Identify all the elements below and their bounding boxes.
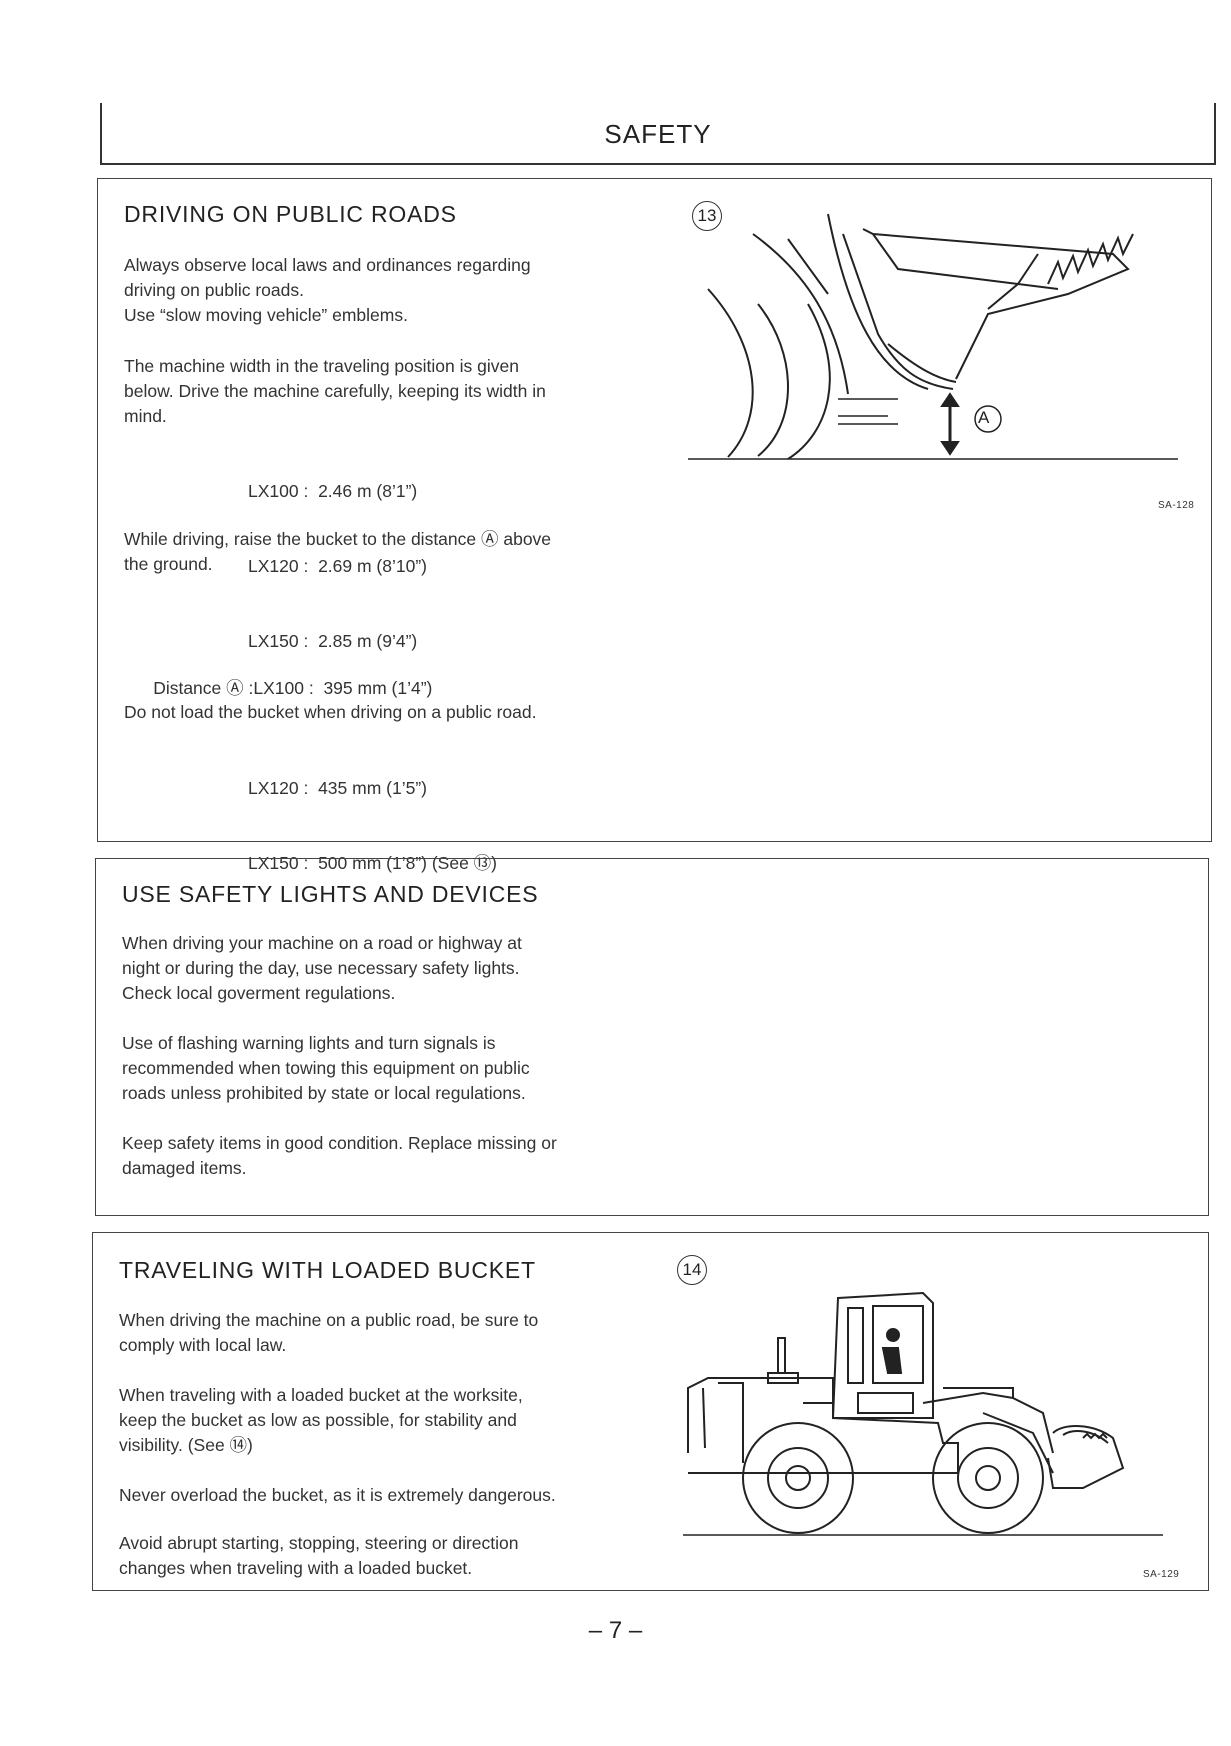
width-row: LX150 : 2.85 m (9’4”) — [248, 629, 427, 654]
text-line: below. Drive the machine carefully, keep… — [124, 381, 546, 401]
section-title: USE SAFETY LIGHTS AND DEVICES — [122, 881, 539, 907]
figure-label-a: A — [978, 408, 990, 427]
section-driving-public-roads: DRIVING ON PUBLIC ROADS Always observe l… — [97, 178, 1212, 873]
paragraph: Never overload the bucket, as it is extr… — [119, 1485, 556, 1505]
model-label: LX100 : — [253, 678, 314, 698]
distance-row: Distance Ⓐ :LX100 : 395 mm (1’4”) — [124, 651, 497, 726]
page-number: – 7 – — [588, 1617, 643, 1644]
text-line: While driving, raise the bucket to the d… — [124, 529, 552, 549]
text-line: Check local goverment regulations. — [122, 983, 396, 1003]
figure-code: SA-129 — [1143, 1569, 1180, 1580]
paragraph: Use of flashing warning lights and turn … — [122, 1031, 652, 1106]
paragraph: When driving your machine on a road or h… — [122, 931, 652, 1006]
section-title: DRIVING ON PUBLIC ROADS — [124, 201, 457, 227]
paragraph: The machine width in the traveling posit… — [124, 354, 654, 429]
paragraph: Always observe local laws and ordinances… — [124, 253, 654, 328]
paragraph: When traveling with a loaded bucket at t… — [119, 1383, 649, 1458]
text-line: Always observe local laws and ordinances… — [124, 255, 531, 275]
distance-value: 435 mm (1’5”) — [318, 778, 427, 798]
model-label: LX120 : — [248, 556, 309, 576]
text-line: changes when traveling with a loaded buc… — [119, 1558, 473, 1578]
text-line: Use of flashing warning lights and turn … — [122, 1033, 496, 1053]
figure-number-badge: 13 — [692, 201, 722, 231]
text-line: damaged items. — [122, 1158, 247, 1178]
width-value: 2.46 m (8’1”) — [318, 481, 418, 501]
section-title: TRAVELING WITH LOADED BUCKET — [119, 1257, 536, 1283]
text-line: The machine width in the traveling posit… — [124, 356, 519, 376]
text-line: keep the bucket as low as possible, for … — [119, 1410, 517, 1430]
text-line: Keep safety items in good condition. Rep… — [122, 1133, 557, 1153]
page-header: SAFETY — [100, 103, 1216, 165]
figure-code: SA-128 — [1158, 500, 1195, 511]
wheel-loader-illustration — [683, 1291, 1163, 1536]
paragraph: Keep safety items in good condition. Rep… — [122, 1131, 652, 1181]
width-value: 2.69 m (8’10”) — [318, 556, 427, 576]
page-title: SAFETY — [604, 119, 712, 149]
paragraph: When driving the machine on a public roa… — [119, 1308, 649, 1358]
paragraph: While driving, raise the bucket to the d… — [124, 527, 654, 577]
paragraph: Do not load the bucket when driving on a… — [124, 702, 537, 722]
model-label: LX100 : — [248, 481, 309, 501]
text-line: driving on public roads. — [124, 280, 304, 300]
model-label: LX150 : — [248, 631, 309, 651]
text-line: comply with local law. — [119, 1335, 287, 1355]
text-line: When driving the machine on a public roa… — [119, 1310, 539, 1330]
text-line: mind. — [124, 406, 167, 426]
text-line: recommended when towing this equipment o… — [122, 1058, 530, 1078]
bucket-height-illustration — [688, 213, 1178, 460]
figure-number-badge: 14 — [677, 1255, 707, 1285]
width-row: LX120 : 2.69 m (8’10”) — [248, 554, 427, 579]
width-list: LX100 : 2.46 m (8’1”) LX120 : 2.69 m (8’… — [248, 429, 427, 704]
text-line: night or during the day, use necessary s… — [122, 958, 520, 978]
section-traveling-loaded-bucket: TRAVELING WITH LOADED BUCKET When drivin… — [92, 1232, 1209, 1591]
text-line: Use “slow moving vehicle” emblems. — [124, 305, 408, 325]
width-value: 2.85 m (9’4”) — [318, 631, 418, 651]
text-line: When driving your machine on a road or h… — [122, 933, 522, 953]
section-safety-lights: USE SAFETY LIGHTS AND DEVICES When drivi… — [95, 858, 1209, 1216]
width-row: LX100 : 2.46 m (8’1”) — [248, 479, 427, 504]
text-line: When traveling with a loaded bucket at t… — [119, 1385, 523, 1405]
text-line: visibility. (See ⑭) — [119, 1435, 253, 1455]
text-line: Avoid abrupt starting, stopping, steerin… — [119, 1533, 519, 1553]
paragraph: Avoid abrupt starting, stopping, steerin… — [119, 1531, 649, 1581]
text-line: the ground. — [124, 554, 213, 574]
model-label: LX120 : — [248, 778, 309, 798]
text-line: roads unless prohibited by state or loca… — [122, 1083, 526, 1103]
distance-row: LX120 : 435 mm (1’5”) — [124, 776, 497, 801]
distance-label: Distance Ⓐ : — [153, 678, 254, 698]
distance-value: 395 mm (1’4”) — [323, 678, 433, 698]
